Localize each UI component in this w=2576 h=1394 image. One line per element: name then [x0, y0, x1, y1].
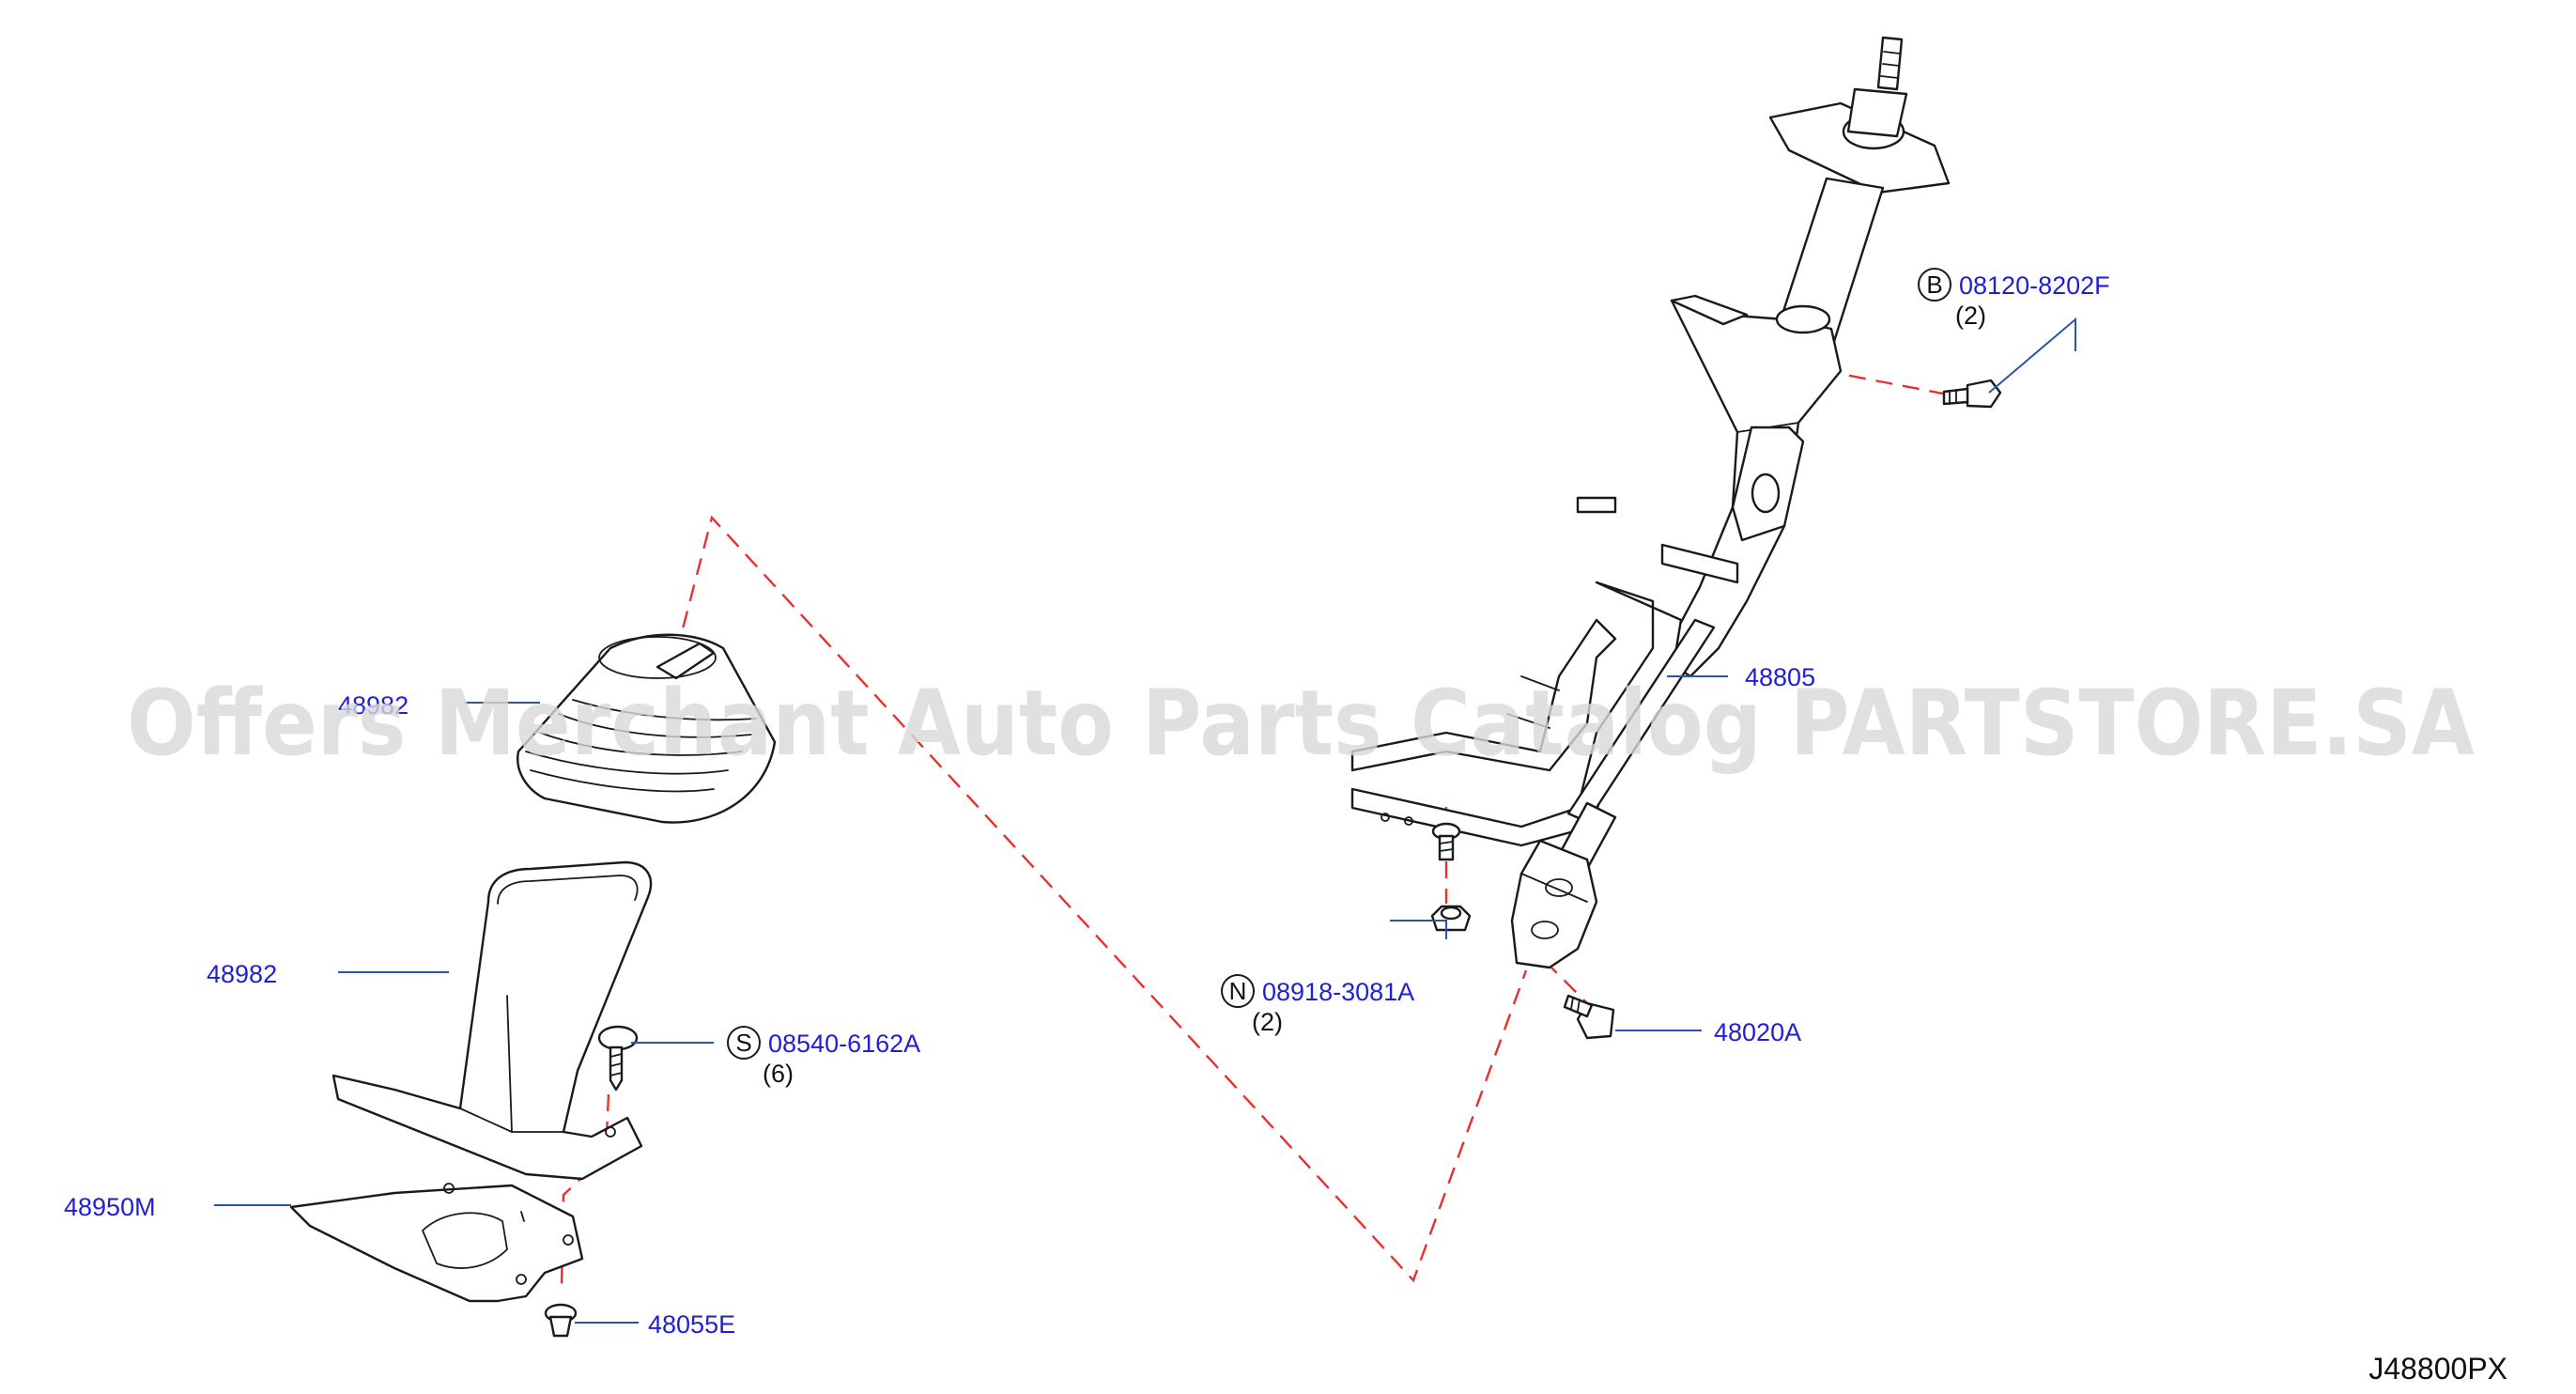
bracket-plate-part[interactable] — [289, 1183, 584, 1303]
nut-08918-part[interactable] — [1430, 905, 1472, 932]
rail-bolt-part[interactable] — [1431, 822, 1461, 861]
callout-08120[interactable]: B 08120-8202F (2) — [1918, 268, 2110, 330]
bolt-08120-part[interactable] — [1942, 379, 2002, 409]
callout-48982-boot[interactable]: 48982 — [338, 691, 409, 720]
callout-08918[interactable]: N 08918-3081A (2) — [1221, 974, 1414, 1036]
watermark-text: Offers Merchant Auto Parts Catalog PARTS… — [127, 671, 2475, 776]
leader-lines — [214, 317, 2076, 1324]
label-48805[interactable]: 48805 — [1745, 663, 1815, 691]
label-08540-6162A[interactable]: 08540-6162A — [768, 1030, 920, 1058]
column-cover-part[interactable] — [332, 860, 653, 1181]
label-48020A[interactable]: 48020A — [1714, 1018, 1801, 1046]
column-boot-part[interactable] — [517, 633, 777, 824]
callout-08540[interactable]: S 08540-6162A (6) — [727, 1026, 920, 1088]
screw-08540-part[interactable] — [597, 1025, 639, 1092]
prefix-circle-s — [727, 1026, 761, 1060]
prefix-letter-b: B — [1926, 271, 1942, 299]
label-48982-boot[interactable]: 48982 — [338, 691, 409, 720]
bolt-48020A-part[interactable] — [1563, 994, 1615, 1040]
label-48055E[interactable]: 48055E — [648, 1310, 735, 1339]
diagram-code: J48800PX — [2368, 1352, 2507, 1386]
callout-48982[interactable]: 48982 — [207, 960, 277, 988]
qty-08540: (6) — [763, 1060, 794, 1088]
label-08918-3081A[interactable]: 08918-3081A — [1262, 978, 1414, 1006]
prefix-circle-n — [1221, 974, 1255, 1008]
qty-08918: (2) — [1252, 1008, 1283, 1036]
callout-48950M[interactable]: 48950M — [64, 1193, 156, 1221]
callout-48805[interactable]: 48805 — [1745, 663, 1815, 691]
label-48950M[interactable]: 48950M — [64, 1193, 156, 1221]
prefix-letter-s: S — [735, 1029, 751, 1057]
callout-48020A[interactable]: 48020A — [1714, 1018, 1801, 1046]
prefix-letter-n: N — [1229, 977, 1247, 1005]
clip-48055E-part[interactable] — [544, 1303, 578, 1338]
callout-48055E[interactable]: 48055E — [648, 1310, 735, 1339]
prefix-circle-b — [1918, 268, 1951, 302]
steering-column-part[interactable] — [1350, 36, 1951, 969]
label-48982[interactable]: 48982 — [207, 960, 277, 988]
label-08120-8202F[interactable]: 08120-8202F — [1959, 271, 2110, 300]
qty-08120: (2) — [1955, 302, 1986, 330]
